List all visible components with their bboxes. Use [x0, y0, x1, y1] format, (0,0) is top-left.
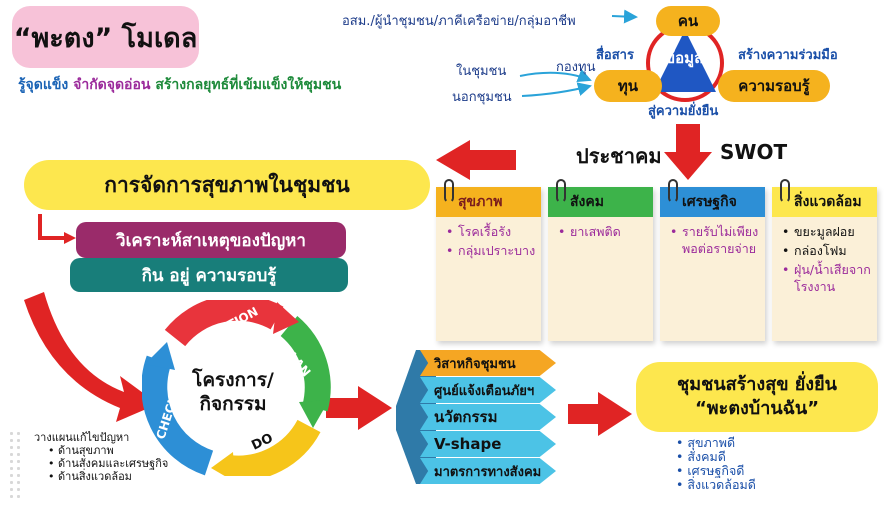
outcome-item: สังคมดี	[676, 450, 756, 464]
paperclip-icon	[444, 179, 454, 203]
card-environment-item: ขยะมูลฝอย	[782, 223, 877, 240]
node-data-core: ข้อมูล	[664, 49, 704, 67]
paperclip-icon	[556, 179, 566, 203]
sources-arrow	[611, 9, 638, 24]
sources-label: อสม./ผู้นำชุมชน/ภาคีเครือข่าย/กลุ่มอาชีพ	[342, 14, 576, 29]
community-label: ประชาคม	[576, 144, 662, 168]
big-curved-arrow	[24, 292, 158, 422]
approach-chevron: วิสาหกิจชุมชน	[420, 350, 556, 376]
data-triangle	[654, 30, 716, 92]
cycle-center-line1: โครงการ/	[192, 369, 274, 391]
pdca-cycle: ACTION PLAN DO CHECK	[142, 300, 331, 476]
node-knowledge: ความรอบรู้	[718, 70, 830, 102]
outcome-item: สุขภาพดี	[676, 436, 756, 450]
card-social-item: ยาเสพติด	[558, 223, 653, 240]
node-capital: ทุน	[594, 70, 662, 102]
right-arrow-2	[568, 392, 632, 436]
approach-chevron: มาตรการทางสังคม	[420, 458, 556, 484]
right-arrow-1	[326, 386, 392, 430]
down-arrow	[664, 124, 712, 180]
cycle-center-line2: กิจกรรม	[199, 393, 267, 415]
card-health: สุขภาพ โรคเรื้อรัง กลุ่มเปราะบาง	[436, 179, 541, 341]
plan-title: วางแผนแก้ไขปัญหา	[34, 431, 130, 444]
swot-label: SWOT	[720, 140, 788, 164]
action-arc	[164, 300, 284, 347]
card-health-item: โรคเรื้อรัง	[446, 223, 541, 240]
paperclip-icon	[780, 179, 790, 203]
node-people: คน	[656, 6, 720, 36]
inside-label: ในชุมชน	[456, 64, 507, 79]
result-line2: “พะตงบ้านฉัน”	[694, 398, 820, 419]
result-line1: ชุมชนสร้างสุข ยั่งยืน	[677, 374, 837, 395]
outcomes-list: สุขภาพดี สังคมดี เศรษฐกิจดี สิ่งแวดล้อมด…	[676, 436, 756, 492]
cause-arrow	[38, 214, 66, 240]
participation-label: สร้างความร่วมมือ	[738, 48, 838, 63]
subtitle-weakness: จำกัดจุดอ่อน	[73, 77, 151, 93]
sustainable-label: สู่ความยั่งยืน	[648, 104, 719, 119]
outside-label: นอกชุมชน	[452, 90, 512, 105]
inside-arrow	[519, 69, 592, 83]
plan-item: ด้านสังคมและเศรษฐกิจ	[48, 457, 168, 470]
card-environment-item: กล่องโฟม	[782, 242, 877, 259]
result-pill: ชุมชนสร้างสุข ยั่งยืน “พะตงบ้านฉัน”	[636, 362, 878, 432]
card-social: สังคม ยาเสพติด	[548, 179, 653, 341]
subtitle-strategy: สร้างกลยุทธ์ที่เข้มแข็งให้ชุมชน	[155, 77, 342, 93]
approach-chevron: นวัตกรรม	[420, 404, 556, 430]
plan-item: ด้านสุขภาพ	[48, 444, 168, 457]
card-health-item: กลุ่มเปราะบาง	[446, 242, 541, 259]
subtitle: รู้จุดแข็ง จำกัดจุดอ่อน สร้างกลยุทธ์ที่เ…	[18, 74, 341, 96]
card-economy: เศรษฐกิจ รายรับไม่เพียงพอต่อรายจ่าย	[660, 179, 765, 341]
outside-arrow	[521, 82, 592, 97]
plan-arc	[280, 316, 331, 412]
outcome-item: สิ่งแวดล้อมดี	[676, 478, 755, 492]
approach-chevron: V-shape	[420, 431, 556, 457]
living-bar: กิน อยู่ ความรอบรู้	[70, 258, 348, 292]
dot-grid	[8, 430, 22, 500]
card-economy-item: รายรับไม่เพียงพอต่อรายจ่าย	[670, 223, 765, 257]
outcome-item: เศรษฐกิจดี	[676, 464, 756, 478]
subtitle-strength: รู้จุดแข็ง	[18, 77, 69, 93]
check-arc	[142, 355, 214, 476]
cycle-center: โครงการ/ กิจกรรม	[178, 368, 288, 416]
card-environment-item: ฝุ่น/น้ำเสียจากโรงงาน	[782, 261, 877, 295]
plan-list: ด้านสุขภาพ ด้านสังคมและเศรษฐกิจ ด้านสิ่ง…	[48, 444, 168, 483]
approach-chevron: ศูนย์แจ้งเตือนภัยฯ	[420, 377, 556, 403]
cause-analysis-bar: วิเคราะห์สาเหตุของปัญหา	[76, 222, 346, 258]
fund-label: กองทุน	[556, 60, 596, 75]
management-pill: การจัดการสุขภาพในชุมชน	[24, 160, 430, 210]
do-arc	[228, 419, 321, 476]
paperclip-icon	[668, 179, 678, 203]
card-environment: สิ่งแวดล้อม ขยะมูลฝอย กล่องโฟม ฝุ่น/น้ำเ…	[772, 179, 877, 341]
communicate-label: สื่อสาร	[596, 48, 634, 63]
page-title: “พะตง” โมเดล	[12, 6, 199, 68]
left-arrow	[436, 140, 516, 180]
plan-item: ด้านสิ่งแวดล้อม	[48, 470, 168, 483]
